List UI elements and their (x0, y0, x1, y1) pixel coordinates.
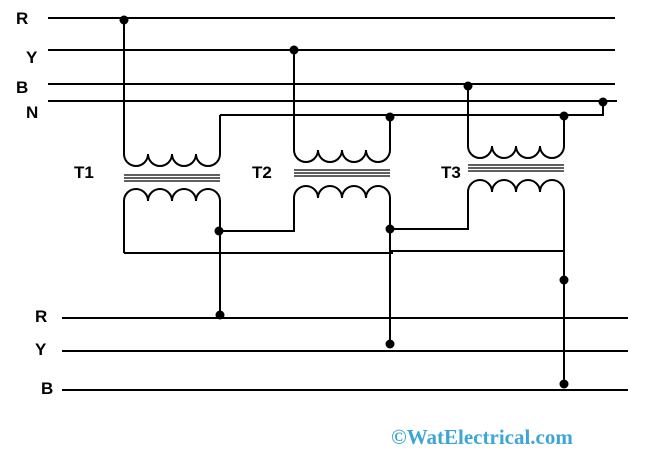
junction-dot (119, 15, 129, 25)
junction-dot (215, 310, 225, 320)
transformer-t3: T3 (390, 86, 565, 384)
junction-dot (385, 224, 395, 234)
neutral-wire (220, 101, 604, 116)
junction-dot (598, 97, 608, 107)
junction-dot (289, 45, 299, 55)
junction-dot (214, 226, 224, 236)
junction-dot (559, 111, 569, 121)
label-t1: T1 (74, 163, 94, 182)
t3-secondary-winding (390, 179, 565, 384)
label-t2: T2 (252, 163, 272, 182)
t2-primary-winding (293, 50, 391, 163)
t1-secondary-winding (123, 188, 221, 315)
t2-secondary-winding (220, 185, 391, 344)
output-bus: R Y B (35, 307, 628, 398)
t2-core (294, 169, 390, 177)
junction-dot (463, 81, 473, 91)
label-input-n: N (26, 103, 38, 122)
junction-dot (559, 275, 569, 285)
label-input-r: R (16, 9, 28, 28)
t1-core (124, 174, 220, 182)
label-output-y: Y (35, 340, 47, 359)
junction-dots (119, 15, 608, 389)
watermark: ©WatElectrical.com (391, 425, 573, 449)
label-output-r: R (35, 307, 47, 326)
label-t3: T3 (441, 163, 461, 182)
input-bus: R Y B N (16, 9, 617, 122)
label-input-y: Y (26, 48, 38, 67)
transformer-t1: T1 (74, 20, 221, 315)
t3-core (468, 164, 564, 172)
junction-dot (385, 339, 395, 349)
t3-primary-winding (467, 86, 565, 159)
junction-dot (559, 379, 569, 389)
transformer-t2: T2 (220, 50, 391, 344)
t1-primary-winding (123, 20, 221, 167)
label-input-b: B (16, 78, 28, 97)
label-output-b: B (41, 379, 53, 398)
secondary-common-wire (124, 250, 564, 254)
junction-dot (385, 112, 395, 122)
